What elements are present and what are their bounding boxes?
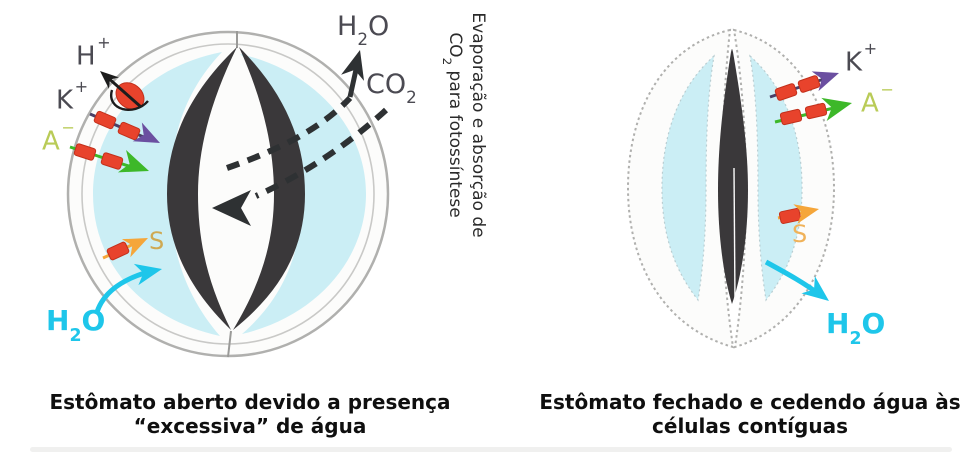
evap-o: O — [367, 11, 390, 42]
potassium-label: K+ — [56, 78, 89, 116]
water-out-2: 2 — [849, 328, 862, 349]
side-note-rest: para fotossíntese — [445, 65, 465, 218]
proton-charge: + — [97, 32, 112, 52]
closed-stoma-caption: Estômato fechado e cedendo água às célul… — [524, 390, 976, 438]
potassium-channel-out — [769, 63, 843, 102]
sugar-label-right: S — [792, 220, 808, 248]
sugar-label: S — [149, 227, 165, 255]
anion-charge: − — [880, 79, 895, 99]
side-note-line1: Evaporação e absorção de — [468, 12, 488, 238]
anion-symbol: A — [861, 88, 880, 119]
water-in-arrow — [94, 258, 165, 313]
left-pore-wall — [167, 47, 237, 330]
evaporating-water-label: H2O — [337, 11, 390, 48]
evaporation-arrow — [226, 46, 372, 171]
open-caption-line2: “excessiva” de água — [133, 413, 367, 438]
open-stoma — [66, 30, 390, 358]
potassium-charge: + — [863, 38, 878, 58]
page-edge-shadow — [30, 447, 952, 452]
water-in-2: 2 — [69, 325, 82, 346]
proton-symbol: H — [76, 41, 97, 72]
anion-charge: − — [61, 117, 76, 137]
open-stoma-caption: Estômato aberto devido a presença “exces… — [28, 390, 472, 438]
bottom-seam — [227, 330, 232, 358]
sugar-channel-in — [102, 228, 153, 262]
left-guard-cell-vacuole — [661, 54, 715, 302]
potassium-symbol: K — [56, 85, 74, 116]
co2-2: 2 — [406, 87, 417, 108]
water-in-label: H2O — [46, 304, 106, 345]
closed-caption-line1: Estômato fechado e cedendo água às — [539, 390, 961, 414]
anion-label: A− — [42, 119, 75, 157]
evap-2: 2 — [357, 29, 368, 50]
anion-symbol: A — [42, 126, 61, 157]
co2-dashed-path — [254, 107, 389, 199]
proton-pump — [95, 65, 149, 111]
closed-pore-seam — [733, 167, 736, 303]
potassium-label-right: K+ — [845, 40, 878, 78]
water-out-o: O — [861, 307, 886, 340]
water-in-curve — [94, 269, 149, 313]
co2-label: CO2 — [366, 69, 417, 106]
closed-caption-line2: células contíguas — [652, 413, 848, 438]
open-caption-line1: Estômato aberto devido a presença — [49, 390, 451, 414]
pump-loop — [110, 89, 149, 111]
anion-channel-in — [69, 142, 154, 183]
co2-co: CO — [366, 69, 407, 100]
guard-cell-inner-wall-line — [81, 43, 375, 345]
proton-arrow-shaft — [105, 74, 142, 109]
evaporation-dashed-path — [226, 95, 353, 171]
potassium-charge: + — [74, 76, 89, 96]
anion-arrowhead-icon — [821, 91, 855, 122]
water-in-o: O — [81, 304, 106, 337]
evap-h: H — [337, 11, 358, 42]
water-out-h: H — [826, 307, 850, 340]
side-note-line2: CO2 para fotossíntese — [440, 32, 465, 218]
water-in-h: H — [46, 304, 70, 337]
right-pore-wall — [233, 47, 305, 330]
closed-stoma — [626, 28, 855, 349]
evaporation-photosynthesis-note: Evaporação e absorção de CO2 para fotoss… — [440, 5, 489, 245]
water-out-arrow — [764, 259, 836, 310]
water-out-label: H2O — [826, 307, 886, 348]
proton-label: H+ — [76, 34, 111, 72]
co2-arrowhead-icon — [212, 190, 251, 226]
anion-label-right: A− — [861, 81, 894, 119]
side-note-sub2: 2 — [440, 57, 455, 66]
potassium-channel-in — [89, 110, 165, 153]
potassium-symbol: K — [845, 47, 863, 78]
anion-channel-out — [774, 91, 855, 126]
closed-pore — [718, 49, 748, 304]
co2-absorption-arrow — [212, 107, 389, 226]
side-note-co: CO — [445, 32, 465, 58]
sugar-channel-out — [777, 199, 822, 225]
